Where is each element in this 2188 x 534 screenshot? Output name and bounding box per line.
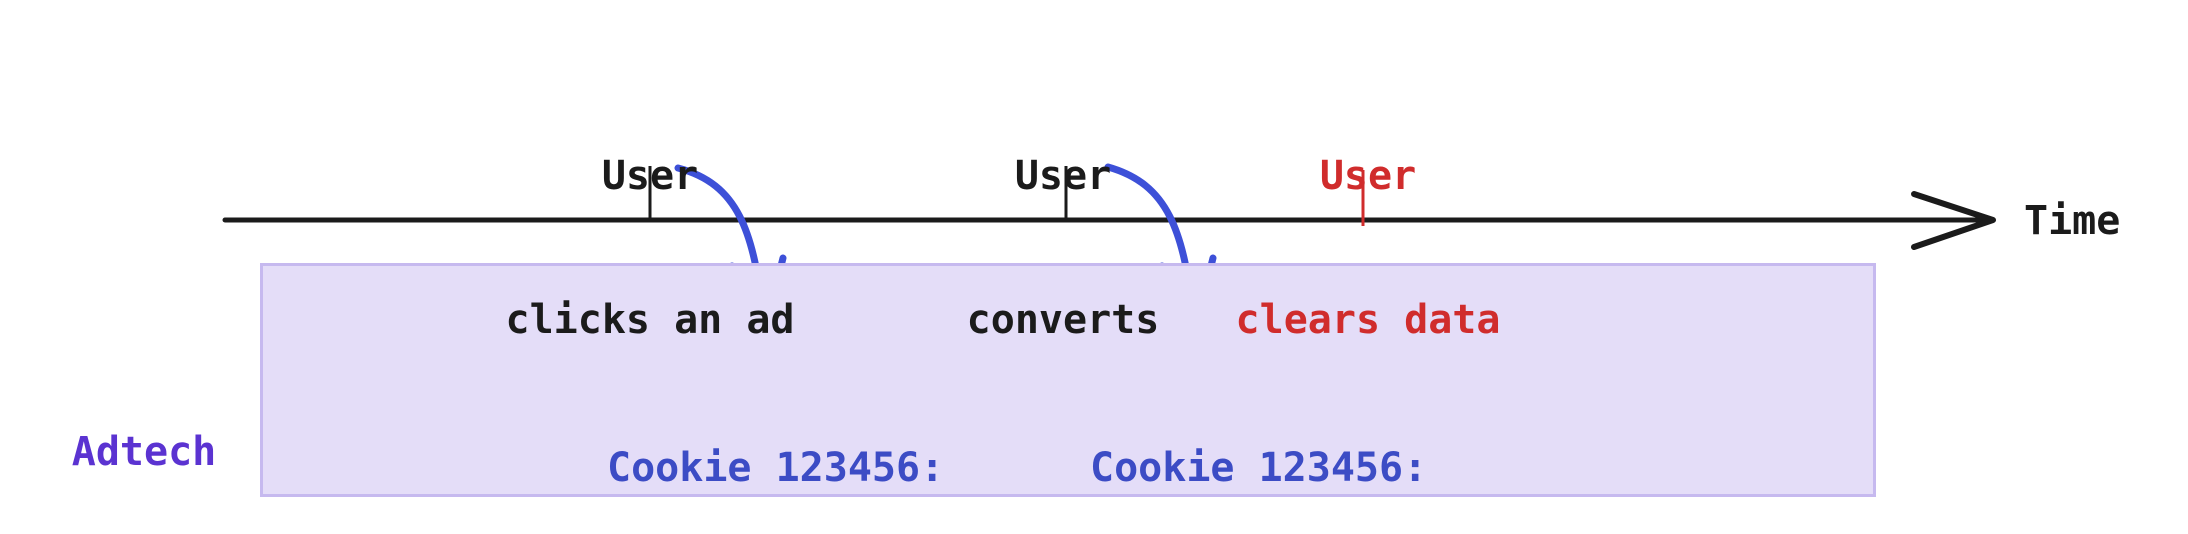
adtech-server-box (260, 263, 1876, 497)
cookie-record-converted: Cookie 123456: Converted (1090, 348, 1427, 534)
event-label-line: User (1014, 153, 1112, 199)
event-label-conversion: User converts (967, 56, 1160, 440)
adtech-server-label: Adtech server (72, 332, 217, 534)
event-label-line: clicks an ad (505, 297, 795, 343)
time-axis-label: Time (2024, 198, 2121, 244)
event-label-line: converts (966, 297, 1160, 343)
adtech-server-label-line: Adtech (71, 429, 217, 475)
cookie-record-line: Cookie 123456: (1090, 445, 1428, 491)
event-label-line: User (601, 153, 699, 199)
event-label-line: User (1319, 153, 1417, 199)
cookie-record-ad-clicked: Cookie 123456: Ad clicked (607, 348, 944, 534)
event-label-ad-click: User clicks an ad (506, 56, 795, 440)
event-label-line: clears data (1235, 297, 1501, 343)
timeline-arrowhead-icon (1911, 191, 1996, 250)
cookie-record-line: Cookie 123456: (607, 445, 945, 491)
event-label-clear-data: User clears data (1236, 56, 1501, 440)
